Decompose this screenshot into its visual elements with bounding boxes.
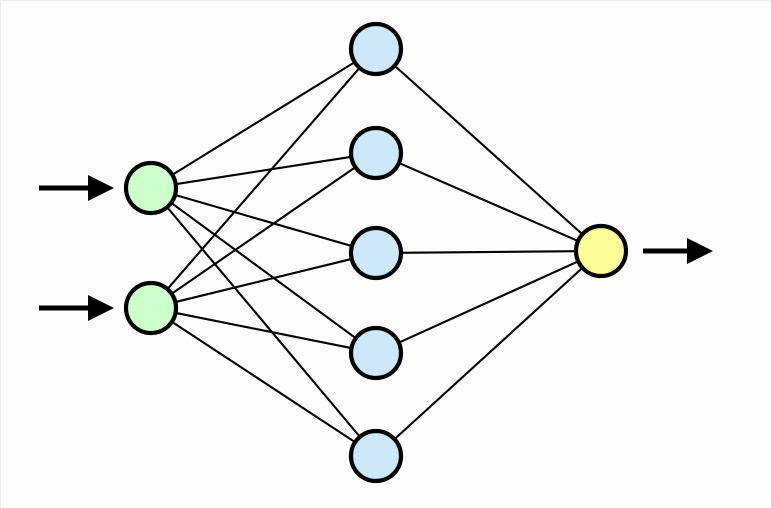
- edge-i2-to-h1: [165, 66, 362, 291]
- edge-h4-to-o1: [396, 259, 581, 345]
- output-layer: [573, 223, 629, 279]
- input-arrow-2-head: [88, 295, 114, 321]
- neuron-nodes-group: [123, 21, 629, 484]
- hidden-node-3[interactable]: [348, 225, 404, 281]
- edge-i2-to-h3: [173, 257, 354, 304]
- edge-i1-to-h5: [165, 205, 362, 439]
- edge-h1-to-o1: [392, 63, 585, 237]
- input-node-2[interactable]: [123, 280, 179, 336]
- input-arrow-2: [39, 295, 114, 321]
- hidden-layer: [348, 21, 404, 484]
- edge-h2-to-o1: [396, 161, 581, 243]
- edge-h3-to-o1: [398, 250, 579, 254]
- edge-i1-to-h4: [169, 201, 358, 340]
- edge-i2-to-h5: [170, 320, 358, 444]
- hidden-node-1[interactable]: [348, 21, 404, 77]
- io-arrows-group: [39, 175, 713, 321]
- output-arrow-1-head: [687, 238, 713, 264]
- input-arrow-1: [39, 175, 114, 201]
- edge-i1-to-h2: [173, 155, 354, 186]
- hidden-node-4[interactable]: [348, 325, 404, 381]
- input-node-1[interactable]: [123, 160, 179, 216]
- edge-i1-to-h3: [173, 193, 354, 248]
- edge-i2-to-h4: [173, 311, 354, 350]
- output-node-1[interactable]: [573, 223, 629, 279]
- edge-h5-to-o1: [392, 266, 585, 441]
- input-arrow-1-head: [88, 175, 114, 201]
- hidden-node-5[interactable]: [348, 428, 404, 484]
- output-arrow-1: [643, 238, 713, 264]
- connection-edges-group: [165, 60, 585, 444]
- hidden-node-2[interactable]: [348, 125, 404, 181]
- edge-i1-to-h1: [170, 60, 357, 177]
- input-layer: [123, 160, 179, 336]
- edge-i2-to-h2: [169, 165, 358, 296]
